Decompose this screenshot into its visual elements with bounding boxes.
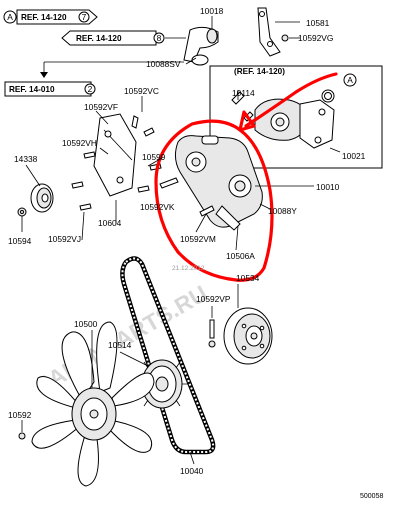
part-label-10021[interactable]: 10021 — [342, 151, 366, 161]
drive-belt-10040[interactable] — [120, 256, 216, 465]
part-label-10592VH[interactable]: 10592VH — [62, 138, 97, 148]
red-highlight — [154, 72, 338, 282]
part-label-10592VG[interactable]: 10592VG — [298, 33, 333, 43]
fan-clutch-10514[interactable] — [119, 351, 188, 409]
leader-lines — [81, 57, 239, 251]
ref-callout-left[interactable]: REF. 14-010 2 — [4, 61, 184, 97]
part-label-10114[interactable]: 10114 — [232, 88, 255, 98]
water-pump-assembly[interactable] — [159, 135, 314, 231]
inset-circle-label: A — [347, 75, 353, 85]
part-label-10018[interactable]: 10018 — [200, 6, 224, 16]
pulley-10534[interactable] — [223, 284, 273, 365]
part-label-10592VM[interactable]: 10592VM — [180, 234, 216, 244]
part-label-10604[interactable]: 10604 — [98, 218, 122, 228]
bolt-10592[interactable] — [18, 420, 26, 440]
ref-left-circle: 2 — [88, 84, 93, 94]
bolt-10592VP[interactable] — [208, 306, 216, 348]
inset-ref-label: (REF. 14-120) — [234, 67, 285, 76]
part-label-10592VP[interactable]: 10592VP — [196, 294, 231, 304]
ref-mid-circle: 8 — [157, 33, 162, 43]
idler-pulley-14338[interactable] — [25, 164, 54, 213]
part-labels: 10018 10581 10592VG 10088SV 10592VC 1059… — [8, 6, 383, 500]
part-label-10514[interactable]: 10514 — [108, 340, 132, 350]
ref-top-label: REF. 14-120 — [21, 13, 67, 22]
ref-callout-mid[interactable]: REF. 14-120 8 — [61, 30, 186, 46]
date-stamp: 21.12.2012 — [172, 265, 205, 272]
ref-top-circle: 7 — [82, 12, 87, 22]
nut-10594[interactable] — [17, 207, 27, 232]
part-label-10592VK[interactable]: 10592VK — [140, 202, 175, 212]
bracket-10581[interactable] — [257, 7, 300, 57]
part-label-14338[interactable]: 14338 — [14, 154, 38, 164]
part-label-10088SV[interactable]: 10088SV — [146, 59, 181, 69]
part-label-10581[interactable]: 10581 — [306, 18, 330, 28]
part-label-10506A[interactable]: 10506A — [226, 251, 255, 261]
part-label-10592[interactable]: 10592 — [8, 410, 32, 420]
cooling-fan-10500[interactable] — [31, 321, 155, 487]
part-label-10592VF[interactable]: 10592VF — [84, 102, 118, 112]
part-label-10592VC[interactable]: 10592VC — [124, 86, 159, 96]
ref-left-label: REF. 14-010 — [9, 85, 55, 94]
part-label-10599[interactable]: 10599 — [142, 152, 166, 162]
diagram-id: 500058 — [360, 493, 383, 500]
part-label-10040[interactable]: 10040 — [180, 466, 204, 476]
part-label-10010[interactable]: 10010 — [316, 182, 340, 192]
part-label-10534[interactable]: 10534 — [236, 273, 260, 283]
section-circle-label: A — [7, 12, 13, 22]
part-label-10500[interactable]: 10500 — [74, 319, 98, 329]
ref-callout-top[interactable]: A REF. 14-120 7 — [3, 9, 98, 25]
part-label-10088Y[interactable]: 10088Y — [268, 206, 297, 216]
part-label-10592VJ[interactable]: 10592VJ — [48, 234, 81, 244]
bracket-10604[interactable] — [71, 113, 162, 211]
water-pipe-10018[interactable] — [183, 16, 219, 66]
ref-mid-label: REF. 14-120 — [76, 34, 122, 43]
part-label-10594[interactable]: 10594 — [8, 236, 32, 246]
